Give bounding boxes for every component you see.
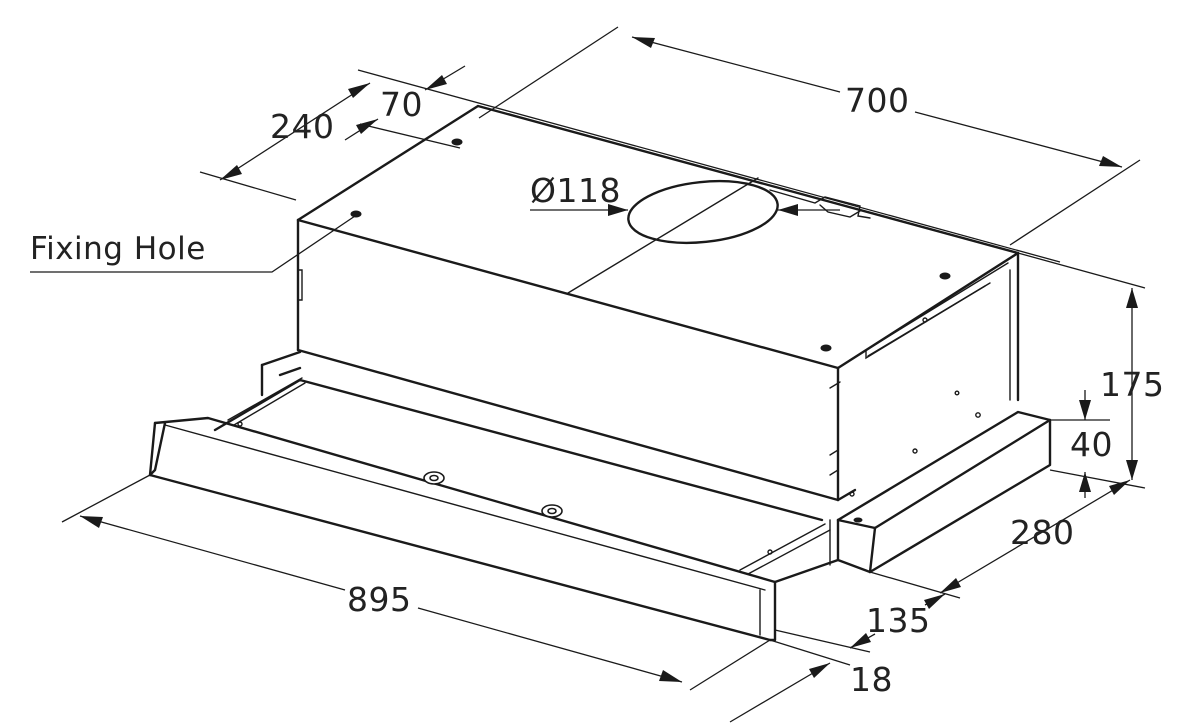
label-40: 40 — [1070, 425, 1113, 464]
dim-895 — [61, 474, 771, 691]
base-block — [773, 410, 1052, 584]
hood-body — [296, 104, 1020, 502]
label-280: 280 — [1010, 513, 1075, 552]
dim-118 — [530, 204, 840, 216]
dim-18 — [729, 639, 851, 723]
label-700: 700 — [845, 81, 910, 120]
label-18: 18 — [850, 660, 893, 699]
fixing-holes — [350, 138, 951, 352]
label-175: 175 — [1100, 365, 1165, 404]
label-fixing-hole: Fixing Hole — [30, 231, 206, 267]
label-diameter-118: Ø118 — [530, 171, 621, 210]
dim-280 — [869, 479, 1131, 599]
duct-opening — [627, 179, 779, 245]
telescopic-drawer — [148, 350, 831, 642]
label-70: 70 — [380, 85, 423, 124]
dim-240 — [199, 69, 1061, 263]
dim-40 — [1050, 390, 1110, 498]
label-135: 135 — [866, 601, 931, 640]
dim-70 — [359, 65, 466, 149]
dim-700 — [478, 26, 1141, 246]
label-895: 895 — [347, 580, 412, 619]
dim-175 — [1017, 252, 1146, 489]
dim-135 — [774, 593, 946, 653]
fixing-hole-leader — [30, 213, 359, 273]
label-240: 240 — [270, 107, 335, 146]
